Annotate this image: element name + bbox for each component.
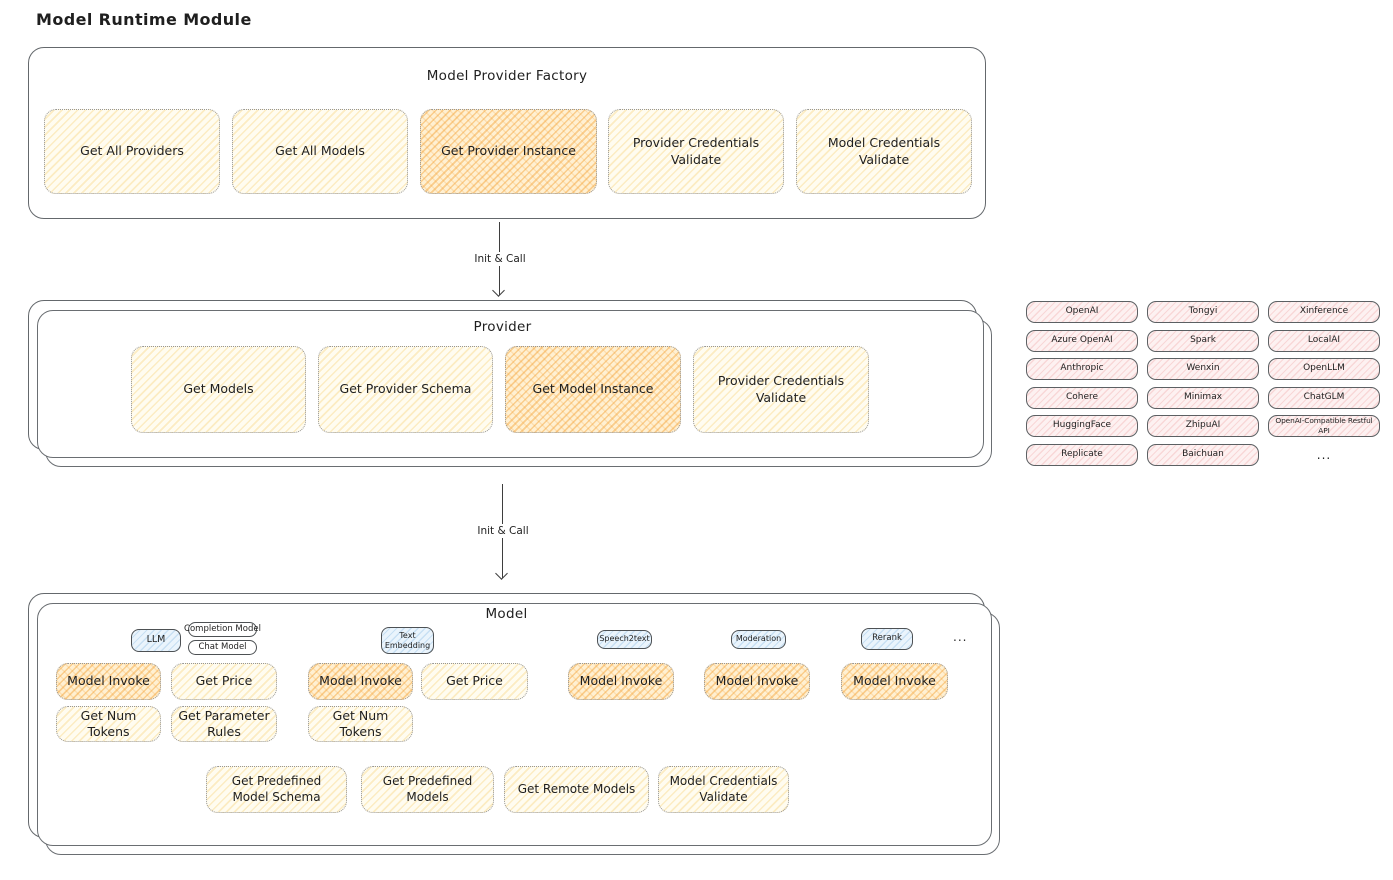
node-get-all-models: Get All Models — [232, 109, 408, 194]
node-get-remote-models: Get Remote Models — [504, 766, 649, 813]
provider-chip-anthropic: Anthropic — [1026, 358, 1138, 380]
page-title: Model Runtime Module — [36, 10, 252, 29]
node-get-provider-schema: Get Provider Schema — [318, 346, 493, 433]
tab-rerank: Rerank — [861, 628, 913, 650]
node-moderation-model-invoke: Model Invoke — [704, 663, 810, 700]
node-get-predefined-models: Get Predefined Models — [361, 766, 494, 813]
node-get-predefined-model-schema: Get Predefined Model Schema — [206, 766, 347, 813]
model-title: Model — [485, 606, 528, 622]
node-get-model-instance: Get Model Instance — [505, 346, 681, 433]
tab-llm: LLM — [131, 629, 181, 652]
provider-chip-openllm: OpenLLM — [1268, 358, 1380, 380]
provider-chip-cohere: Cohere — [1026, 386, 1138, 409]
provider-chip-xinference: Xinference — [1268, 301, 1380, 323]
node-embedding-model-invoke: Model Invoke — [308, 663, 413, 700]
provider-chip-chatglm: ChatGLM — [1268, 386, 1380, 409]
arrow-provider-to-model: Init & Call — [472, 484, 534, 580]
node-get-models: Get Models — [131, 346, 306, 433]
node-rerank-model-invoke: Model Invoke — [841, 663, 948, 700]
tab-text-embedding: Text Embedding — [381, 627, 434, 654]
tab-moderation: Moderation — [731, 630, 786, 649]
factory-frame: Model Provider Factory Get All Providers… — [28, 47, 986, 219]
tabs-more-ellipsis: ... — [953, 630, 968, 644]
node-provider-credentials-validate: Provider Credentials Validate — [608, 109, 784, 194]
node-get-all-providers: Get All Providers — [44, 109, 220, 194]
provider-chip-openai-compatible: OpenAI-Compatible Restful API — [1268, 415, 1380, 437]
provider-chip-tongyi: Tongyi — [1147, 301, 1259, 323]
provider-title: Provider — [473, 319, 532, 335]
provider-chip-wenxin: Wenxin — [1147, 358, 1259, 380]
tab-speech2text: Speech2text — [597, 630, 652, 649]
providers-more-ellipsis: ... — [1316, 447, 1332, 462]
provider-chip-azure-openai: Azure OpenAI — [1026, 329, 1138, 352]
arrow-label: Init & Call — [469, 251, 531, 266]
provider-chip-zhipuai: ZhipuAI — [1147, 415, 1259, 437]
provider-frame: Provider Get Models Get Provider Schema … — [28, 300, 992, 467]
factory-title: Model Provider Factory — [426, 68, 588, 84]
arrow-factory-to-provider: Init & Call — [469, 222, 531, 297]
node-model-credentials-validate-2: Model Credentials Validate — [658, 766, 789, 813]
provider-chip-localai: LocalAI — [1268, 329, 1380, 352]
arrow-head-icon — [495, 567, 509, 580]
tab-completion-model: Completion Model — [184, 622, 261, 637]
tab-chat-model: Chat Model — [188, 640, 257, 655]
provider-chip-replicate: Replicate — [1026, 443, 1138, 466]
node-embedding-get-num-tokens: Get Num Tokens — [308, 706, 413, 742]
providers-panel: OpenAI Tongyi Xinference Azure OpenAI Sp… — [1026, 301, 1380, 466]
provider-chip-baichuan: Baichuan — [1147, 443, 1259, 466]
provider-chip-spark: Spark — [1147, 329, 1259, 352]
node-llm-get-price: Get Price — [171, 663, 277, 700]
node-llm-get-num-tokens: Get Num Tokens — [56, 706, 161, 742]
node-speech2text-model-invoke: Model Invoke — [568, 663, 674, 700]
node-provider-credentials-validate-2: Provider Credentials Validate — [693, 346, 869, 433]
model-frame: Model LLM Completion Model Chat Model Te… — [28, 593, 1000, 855]
provider-chip-huggingface: HuggingFace — [1026, 415, 1138, 437]
node-model-credentials-validate: Model Credentials Validate — [796, 109, 972, 194]
provider-chip-minimax: Minimax — [1147, 386, 1259, 409]
node-llm-get-parameter-rules: Get Parameter Rules — [171, 706, 277, 742]
arrow-label: Init & Call — [472, 524, 534, 538]
node-embedding-get-price: Get Price — [421, 663, 528, 700]
provider-chip-openai: OpenAI — [1026, 301, 1138, 323]
node-get-provider-instance: Get Provider Instance — [420, 109, 597, 194]
arrow-head-icon — [492, 284, 506, 297]
node-llm-model-invoke: Model Invoke — [56, 663, 161, 700]
